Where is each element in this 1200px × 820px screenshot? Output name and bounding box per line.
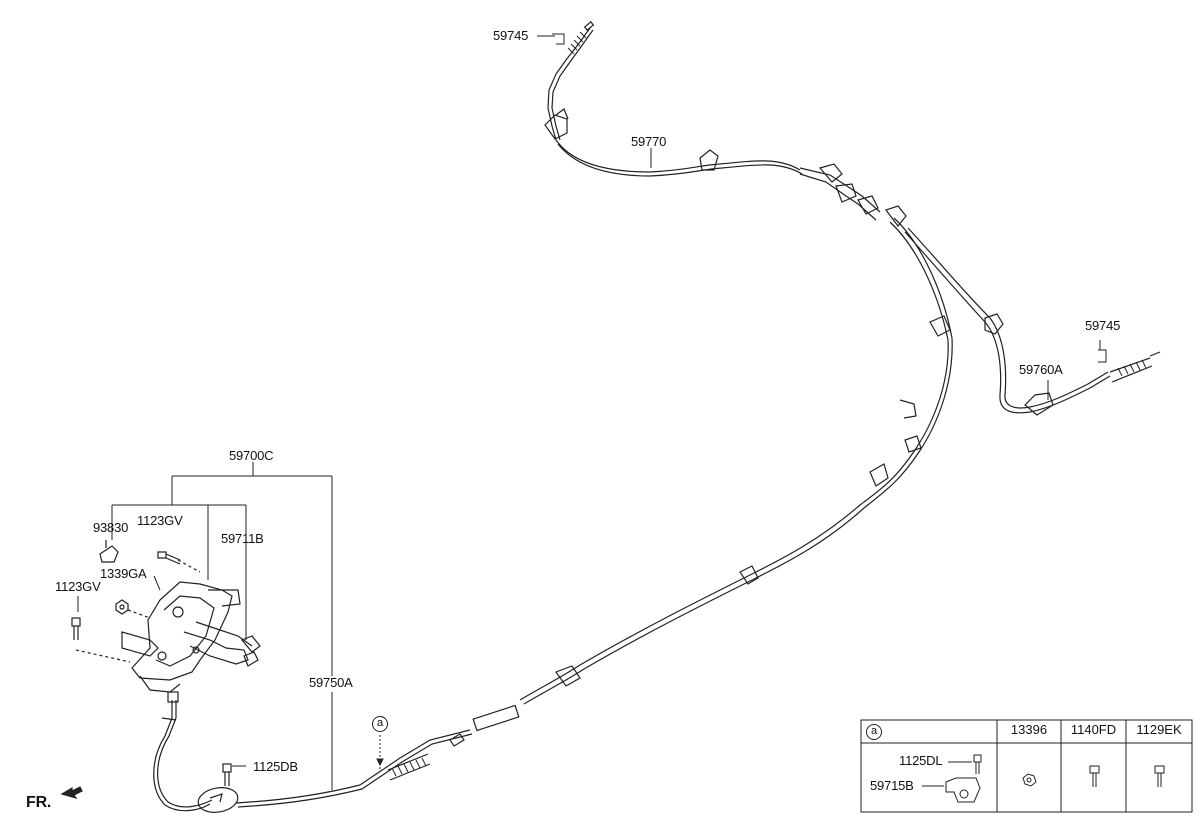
label-1339ga: 1339GA [100,566,147,581]
label-59711b: 59711B [221,531,264,546]
label-93830: 93830 [93,520,129,535]
pedal-assembly [71,540,261,693]
label-59750a: 59750A [309,675,353,690]
legend-col-1140fd: 1140FD [1070,722,1117,737]
label-1123gv-upper: 1123GV [137,513,183,528]
legend-col-1129ek: 1129EK [1136,722,1182,737]
front-arrow-icon [60,786,83,800]
rear-cable-right [904,227,1161,416]
label-59760a: 59760A [1019,362,1063,377]
label-59745-top: 59745 [493,28,529,43]
front-cable-loop [153,691,239,813]
label-59745-right: 59745 [1085,318,1121,333]
legend-label-59715b: 59715B [870,778,914,793]
label-59700c: 59700C [229,448,274,463]
front-indicator: FR. [26,794,52,811]
label-1123gv-left: 1123GV [55,579,101,594]
legend-col-13396: 13396 [1010,722,1048,737]
legend-table [860,719,1193,813]
label-59770: 59770 [631,134,667,149]
rear-cable-left [544,21,907,227]
bolt-1125db [222,763,232,786]
leader-lines [77,33,1107,790]
callout-a: a [372,716,388,732]
main-cable [235,217,953,808]
legend-ref-a: a [866,724,882,740]
legend-label-1125dl: 1125DL [899,753,943,768]
label-1125db: 1125DB [253,759,298,774]
